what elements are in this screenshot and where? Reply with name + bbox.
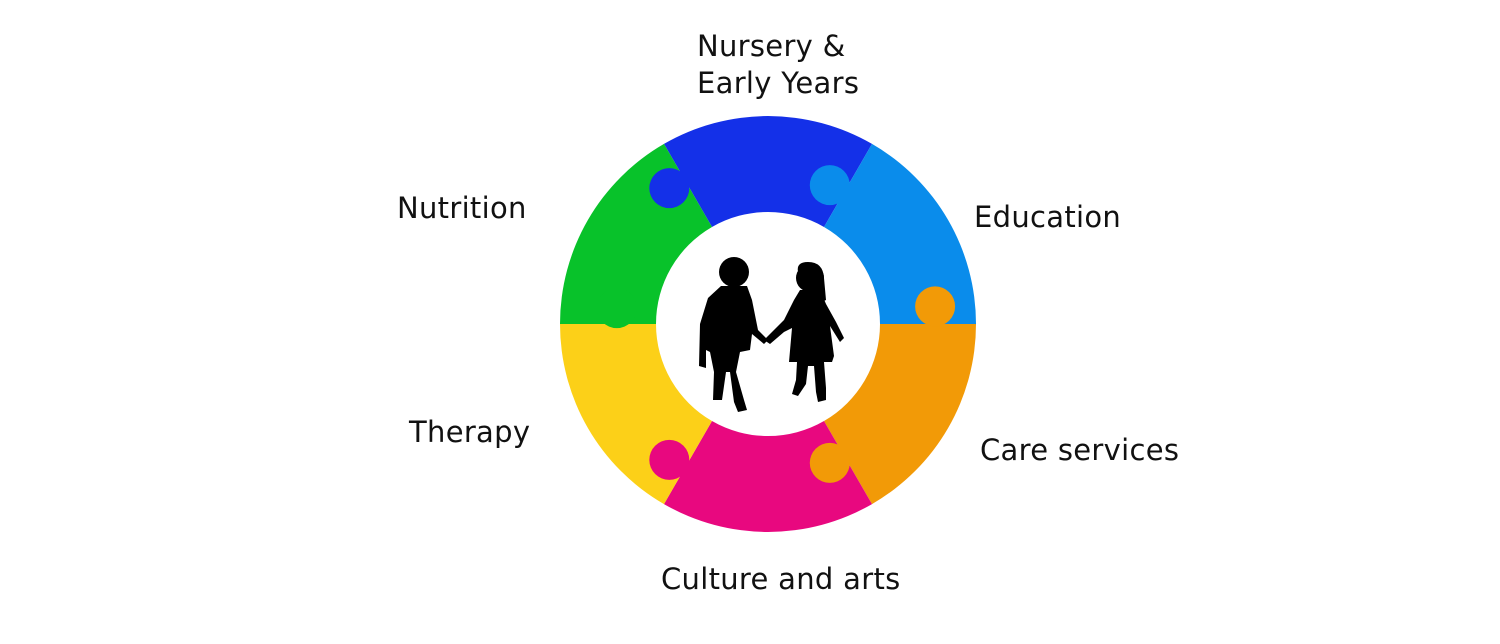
label-care-services: Care services: [980, 433, 1180, 467]
puzzle-knob: [649, 439, 690, 480]
girl-silhouette: [764, 262, 844, 402]
children-holding-hands-icon: [699, 257, 844, 412]
boy-silhouette: [699, 257, 768, 412]
segment-education: [824, 143, 976, 324]
label-education: Education: [974, 200, 1122, 234]
puzzle-knob: [809, 442, 850, 483]
puzzle-knob: [809, 165, 850, 206]
label-therapy: Therapy: [409, 415, 531, 449]
label-nutrition: Nutrition: [397, 191, 527, 225]
ring-center: [658, 214, 878, 434]
label-nursery-line2: Early Years: [697, 66, 860, 100]
label-nursery-early-years: Nursery & Early Years: [697, 28, 859, 102]
segment-care-services: [824, 324, 976, 505]
puzzle-knob: [596, 288, 637, 329]
puzzle-knob: [915, 286, 956, 327]
puzzle-knob: [649, 168, 690, 209]
label-culture-and-arts: Culture and arts: [661, 562, 901, 596]
label-nursery-line1: Nursery &: [697, 29, 846, 63]
